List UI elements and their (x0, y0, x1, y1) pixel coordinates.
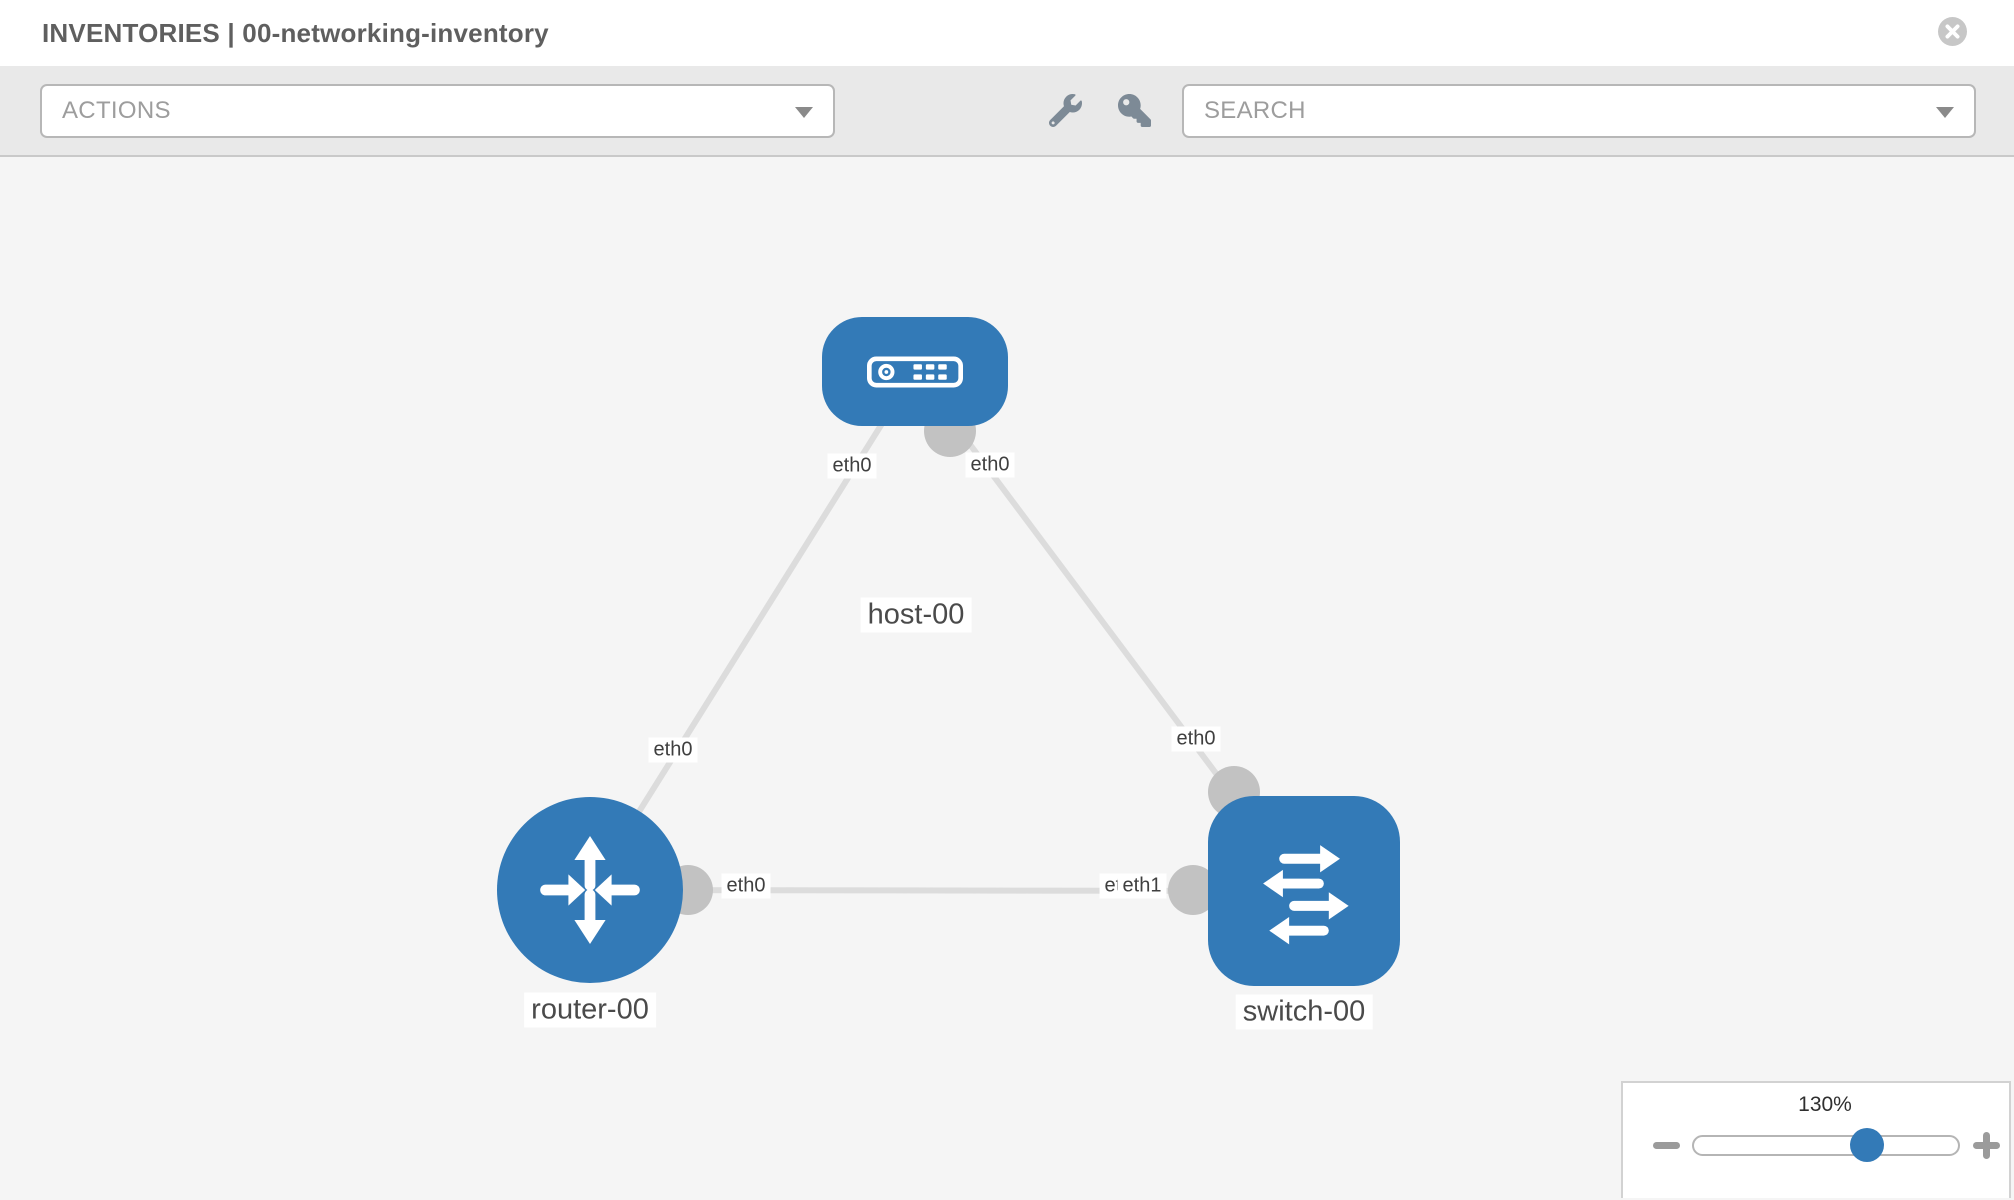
zoom-slider-track[interactable] (1692, 1128, 1960, 1162)
close-icon (1944, 23, 1961, 40)
toolbar: ACTIONS SEARCH (0, 66, 2014, 157)
zoom-level-value: 130% (1798, 1093, 1852, 1116)
key-icon (1117, 94, 1151, 127)
key-button[interactable] (1116, 93, 1152, 129)
page-title: INVENTORIES | 00-networking-inventory (42, 17, 549, 48)
caret-down-icon (795, 106, 813, 118)
zoom-out-minus-icon[interactable] (1653, 1142, 1680, 1149)
actions-dropdown-label: ACTIONS (62, 96, 171, 124)
wrench-icon (1048, 94, 1082, 127)
port-label-eth0: eth0 (648, 737, 698, 763)
node-label-switch-00: switch-00 (1235, 994, 1373, 1030)
node-router-00[interactable] (497, 797, 683, 983)
node-label-host-00: host-00 (860, 597, 972, 633)
node-host-00[interactable] (822, 317, 1008, 426)
zoom-slider-row (1623, 1127, 2009, 1163)
switch-icon (1242, 829, 1366, 953)
zoom-slider-handle[interactable] (1850, 1128, 1884, 1162)
port-label-eth1: eth1 (1117, 873, 1167, 899)
caret-down-icon (1936, 106, 1954, 118)
host-icon (867, 356, 963, 388)
search-dropdown[interactable]: SEARCH (1182, 83, 1976, 138)
zoom-in-plus-icon[interactable] (1973, 1132, 2000, 1159)
router-icon (530, 830, 650, 950)
port-label-eth0: eth0 (1171, 726, 1221, 752)
panel-header: INVENTORIES | 00-networking-inventory (0, 0, 2014, 66)
port-label-eth0: eth0 (827, 453, 877, 479)
close-button[interactable] (1938, 17, 1967, 46)
search-dropdown-label: SEARCH (1204, 96, 1306, 124)
topology-canvas[interactable]: host-00 router-00 switch-00 eth0 eth0 et… (0, 157, 2014, 1198)
actions-dropdown[interactable]: ACTIONS (40, 83, 835, 138)
port-label-eth0: eth0 (721, 873, 771, 899)
port-label-eth0: eth0 (965, 452, 1015, 478)
node-label-router-00: router-00 (524, 992, 656, 1028)
zoom-control-panel: 130% (1621, 1081, 2011, 1198)
wrench-button[interactable] (1047, 93, 1083, 129)
node-switch-00[interactable] (1208, 796, 1400, 986)
topology-links-layer (587, 369, 1307, 915)
port-circle (1168, 865, 1218, 915)
